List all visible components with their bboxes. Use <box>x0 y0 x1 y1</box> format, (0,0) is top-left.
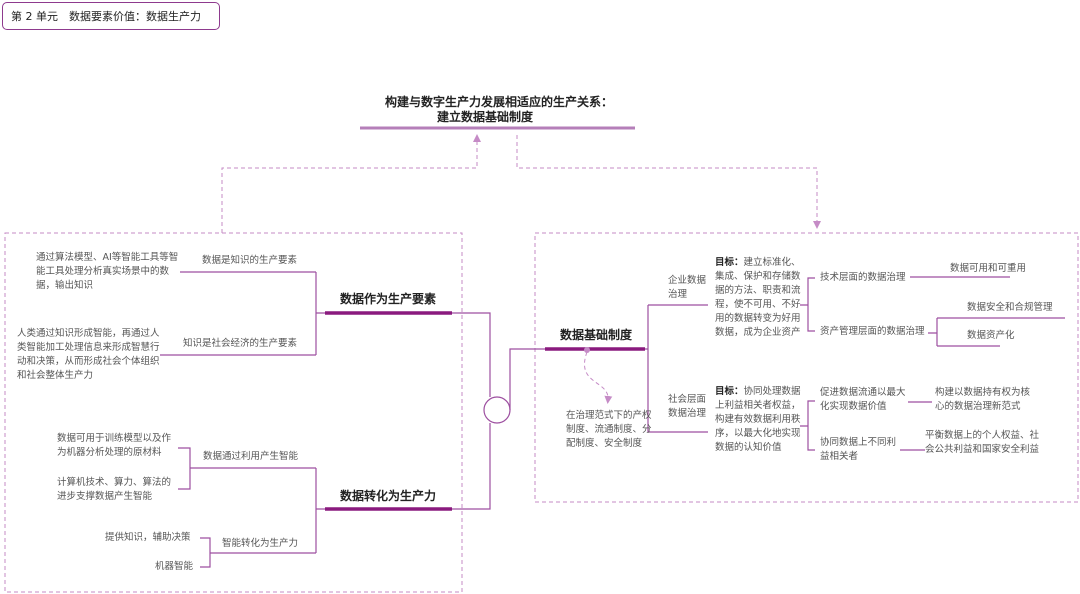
node-data-intelligence: 数据通过利用产生智能 <box>203 451 299 462</box>
node-society-governance: 社会层面数据治理 <box>668 394 707 419</box>
item-balance-interests: 平衡数据上的个人权益、社会公共利益和国家安全利益 <box>925 430 1040 455</box>
node-knowledge-factor: 数据是知识的生产要素 <box>202 255 298 266</box>
unit-header: 第 2 单元 数据要素价值：数据生产力 <box>2 2 220 30</box>
left-panel-border <box>4 232 463 593</box>
node-data-as-factor: 数据作为生产要素 <box>340 292 437 306</box>
detail-socioeconomic-factor: 人类通过知识形成智能，再通过人类智能加工处理信息来形成智慧行动和决策，从而形成社… <box>17 328 160 381</box>
item-usable-reusable: 数据可用和可重用 <box>950 263 1027 274</box>
detail-machine-intelligence: 机器智能 <box>155 561 194 572</box>
arrow-down <box>516 135 821 229</box>
node-asset-governance: 资产管理层面的数据治理 <box>820 326 925 337</box>
item-security-compliance: 数据安全和合规管理 <box>967 302 1053 313</box>
detail-decision: 提供知识，辅助决策 <box>105 532 191 543</box>
detail-knowledge-factor: 通过算法模型、AI等智能工具等智能工具处理分析真实场景中的数据，输出知识 <box>36 252 179 291</box>
society-goal: 目标：协同处理数据上利益相关者权益，构建有效数据利用秩序，以最大化地实现数据的认… <box>715 386 801 453</box>
node-promote-flow: 促进数据流通以最大化实现数据价值 <box>820 387 906 412</box>
arrow-note <box>584 351 613 404</box>
detail-compute: 计算机技术、算力、算法的进步支撑数据产生智能 <box>57 477 172 502</box>
note-institutions: 在治理范式下的产权制度、流通制度、分配制度、安全制度 <box>566 410 652 449</box>
node-tech-governance: 技术层面的数据治理 <box>820 272 906 283</box>
detail-training: 数据可用于训练模型以及作为机器分析处理的原材料 <box>57 433 172 458</box>
node-stakeholders: 协同数据上不同利益相关者 <box>820 437 897 462</box>
node-socioeconomic-factor: 知识是社会经济的生产要素 <box>183 338 298 349</box>
node-data-foundation: 数据基础制度 <box>560 328 633 342</box>
node-data-to-productivity: 数据转化为生产力 <box>340 489 437 503</box>
node-intelligence-productivity: 智能转化为生产力 <box>222 538 299 549</box>
item-data-assetization: 数据资产化 <box>967 330 1015 341</box>
main-title-line2: 建立数据基础制度 <box>437 110 534 124</box>
main-title-line1: 构建与数字生产力发展相适应的生产关系： <box>385 95 614 109</box>
item-new-paradigm: 构建以数据持有权为核心的数据治理新范式 <box>935 387 1031 412</box>
node-enterprise-governance: 企业数据治理 <box>668 275 707 300</box>
enterprise-goal: 目标：建立标准化、集成、保护和存储数据的方法、职责和流程，使不可用、不好用的数据… <box>715 257 801 338</box>
arrow-up <box>221 134 481 233</box>
